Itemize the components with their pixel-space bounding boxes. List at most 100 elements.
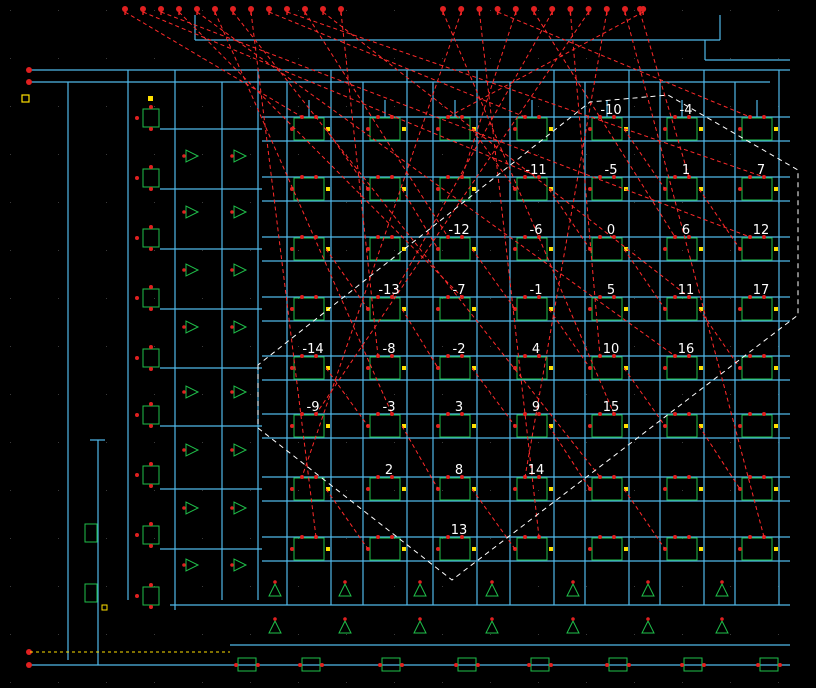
block-cell-icon bbox=[741, 356, 773, 380]
grid-dot bbox=[682, 10, 683, 11]
grid-dot bbox=[538, 394, 539, 395]
net-flyline bbox=[497, 11, 751, 118]
pin bbox=[446, 354, 450, 358]
net-flyline bbox=[315, 11, 590, 415]
block-cell-icon bbox=[142, 288, 160, 308]
grid-dot bbox=[538, 202, 539, 203]
block-cell-icon bbox=[666, 356, 698, 380]
pin bbox=[182, 154, 186, 158]
pin bbox=[460, 535, 464, 539]
block-cell-icon bbox=[516, 177, 548, 201]
grid-dot bbox=[538, 346, 539, 347]
grid-dot bbox=[298, 490, 299, 491]
grid-dot bbox=[250, 682, 251, 683]
marker bbox=[699, 366, 703, 370]
cell-label: 5 bbox=[607, 283, 615, 298]
marker bbox=[472, 247, 476, 251]
net-flyline bbox=[623, 128, 666, 190]
column-driver-row bbox=[234, 580, 782, 672]
marker bbox=[402, 547, 406, 551]
pin bbox=[298, 663, 302, 667]
grid-dot bbox=[394, 250, 395, 251]
net-flyline bbox=[478, 11, 540, 538]
block-cell-icon bbox=[142, 586, 160, 606]
marker bbox=[472, 547, 476, 551]
grid-dot bbox=[634, 682, 635, 683]
cell-label: 16 bbox=[678, 342, 695, 357]
grid-dot bbox=[730, 634, 731, 635]
pin bbox=[687, 354, 691, 358]
marker bbox=[699, 424, 703, 428]
pin bbox=[390, 535, 394, 539]
buffer-triangle-icon bbox=[185, 501, 200, 515]
grid-dot bbox=[10, 106, 11, 107]
pin bbox=[290, 307, 294, 311]
marker bbox=[774, 247, 778, 251]
pin bbox=[300, 535, 304, 539]
pin bbox=[149, 105, 153, 109]
pin bbox=[738, 127, 742, 131]
pin bbox=[646, 617, 650, 621]
cell-label: 3 bbox=[455, 400, 463, 415]
net-flyline bbox=[698, 308, 741, 369]
net-flyline bbox=[325, 488, 369, 550]
pin bbox=[762, 235, 766, 239]
grid-dot bbox=[634, 10, 635, 11]
pin bbox=[230, 448, 234, 452]
pin bbox=[376, 235, 380, 239]
pin bbox=[436, 366, 440, 370]
block-cell-icon bbox=[516, 414, 548, 438]
net-flyline bbox=[160, 11, 751, 238]
block-cell-icon bbox=[741, 177, 773, 201]
grid-dot bbox=[298, 106, 299, 107]
grid-dot bbox=[250, 538, 251, 539]
marker bbox=[699, 547, 703, 551]
marker bbox=[624, 366, 628, 370]
pin bbox=[738, 187, 742, 191]
grid-dot bbox=[442, 154, 443, 155]
pin bbox=[343, 580, 347, 584]
pin bbox=[290, 547, 294, 551]
grid-dot bbox=[634, 490, 635, 491]
net-flyline bbox=[698, 188, 741, 250]
pin bbox=[687, 235, 691, 239]
pin bbox=[230, 506, 234, 510]
grid-dot bbox=[58, 394, 59, 395]
grid-dot bbox=[490, 538, 491, 539]
grid-dot bbox=[10, 10, 11, 11]
marker bbox=[774, 487, 778, 491]
buffer-triangle-icon bbox=[185, 558, 200, 572]
net-flyline bbox=[401, 308, 439, 369]
marker bbox=[326, 247, 330, 251]
pin bbox=[598, 175, 602, 179]
buffer-triangle-icon bbox=[233, 385, 248, 399]
grid-dot bbox=[10, 58, 11, 59]
pin bbox=[738, 424, 742, 428]
pin bbox=[149, 247, 153, 251]
grid-dot bbox=[202, 394, 203, 395]
grid-dot bbox=[538, 586, 539, 587]
marker bbox=[549, 424, 553, 428]
block-cell-icon bbox=[666, 537, 698, 561]
net-flyline bbox=[325, 248, 369, 310]
buffer-triangle-icon bbox=[641, 619, 655, 634]
grid-dot bbox=[106, 58, 107, 59]
grid-dot bbox=[58, 586, 59, 587]
grid-dot bbox=[730, 298, 731, 299]
grid-dot bbox=[346, 538, 347, 539]
block-cell-icon bbox=[439, 356, 471, 380]
cell-label: -13 bbox=[378, 283, 399, 298]
buffer-triangle-icon bbox=[185, 443, 200, 457]
pin bbox=[149, 285, 153, 289]
pin bbox=[588, 187, 592, 191]
grid-dot bbox=[58, 490, 59, 491]
grid-dot bbox=[538, 682, 539, 683]
grid-dot bbox=[490, 682, 491, 683]
grid-dot bbox=[10, 682, 11, 683]
pin bbox=[588, 127, 592, 131]
pin bbox=[663, 487, 667, 491]
buffer-triangle-icon bbox=[185, 320, 200, 334]
pin bbox=[663, 247, 667, 251]
marker bbox=[774, 547, 778, 551]
marker bbox=[699, 127, 703, 131]
